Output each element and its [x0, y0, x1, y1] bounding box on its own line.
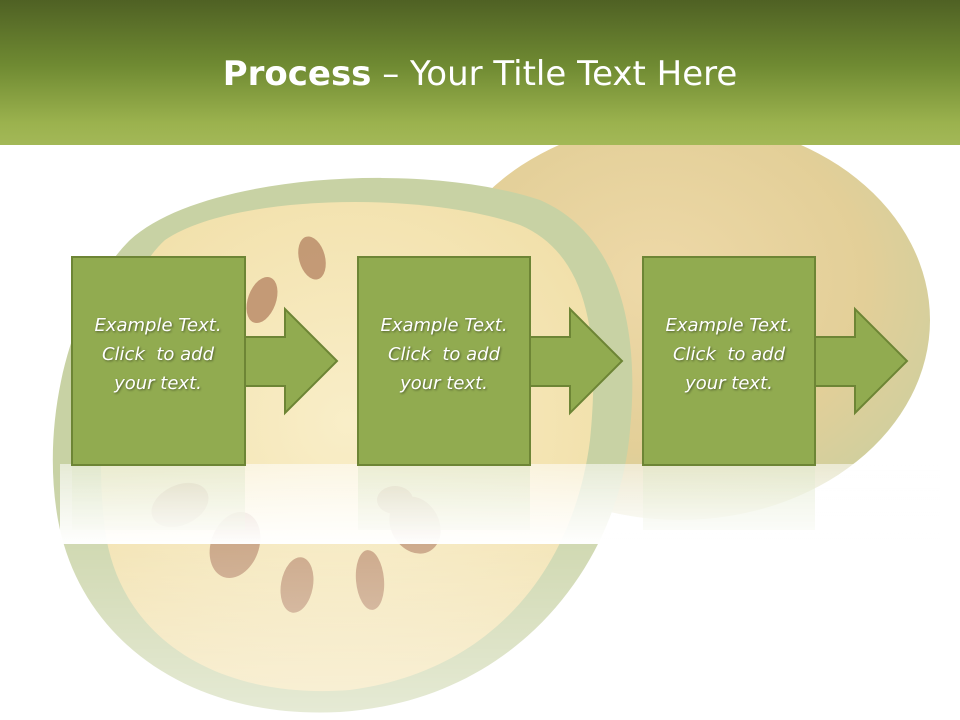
- step-2-line-3: your text.: [400, 373, 488, 394]
- step-3-line-2: Click to add: [672, 344, 785, 365]
- step-2-line-1: Example Text.: [380, 315, 508, 336]
- step-2-box: [357, 256, 531, 466]
- step-1-text[interactable]: Example Text. Click to add your text.: [72, 311, 244, 398]
- slide-title[interactable]: Process – Your Title Text Here: [0, 52, 960, 96]
- step-3-line-1: Example Text.: [665, 315, 793, 336]
- step-1-box: [71, 256, 246, 466]
- process-step-1[interactable]: [71, 256, 339, 466]
- step-1-line-2: Click to add: [101, 344, 214, 365]
- title-rest: – Your Title Text Here: [371, 54, 738, 94]
- title-banner: [0, 0, 960, 145]
- title-bold: Process: [222, 54, 372, 94]
- step-2-line-2: Click to add: [387, 344, 500, 365]
- step-2-text[interactable]: Example Text. Click to add your text.: [358, 311, 530, 398]
- step-3-arrow: [809, 306, 909, 416]
- step-1-arrow: [239, 306, 339, 416]
- process-step-3[interactable]: [642, 256, 909, 466]
- process-step-2[interactable]: [357, 256, 624, 466]
- step-3-box: [642, 256, 816, 466]
- step-1-line-1: Example Text.: [94, 315, 222, 336]
- step-1-line-3: your text.: [114, 373, 202, 394]
- step-3-text[interactable]: Example Text. Click to add your text.: [643, 311, 815, 398]
- step-2-arrow: [524, 306, 624, 416]
- step-3-line-3: your text.: [685, 373, 773, 394]
